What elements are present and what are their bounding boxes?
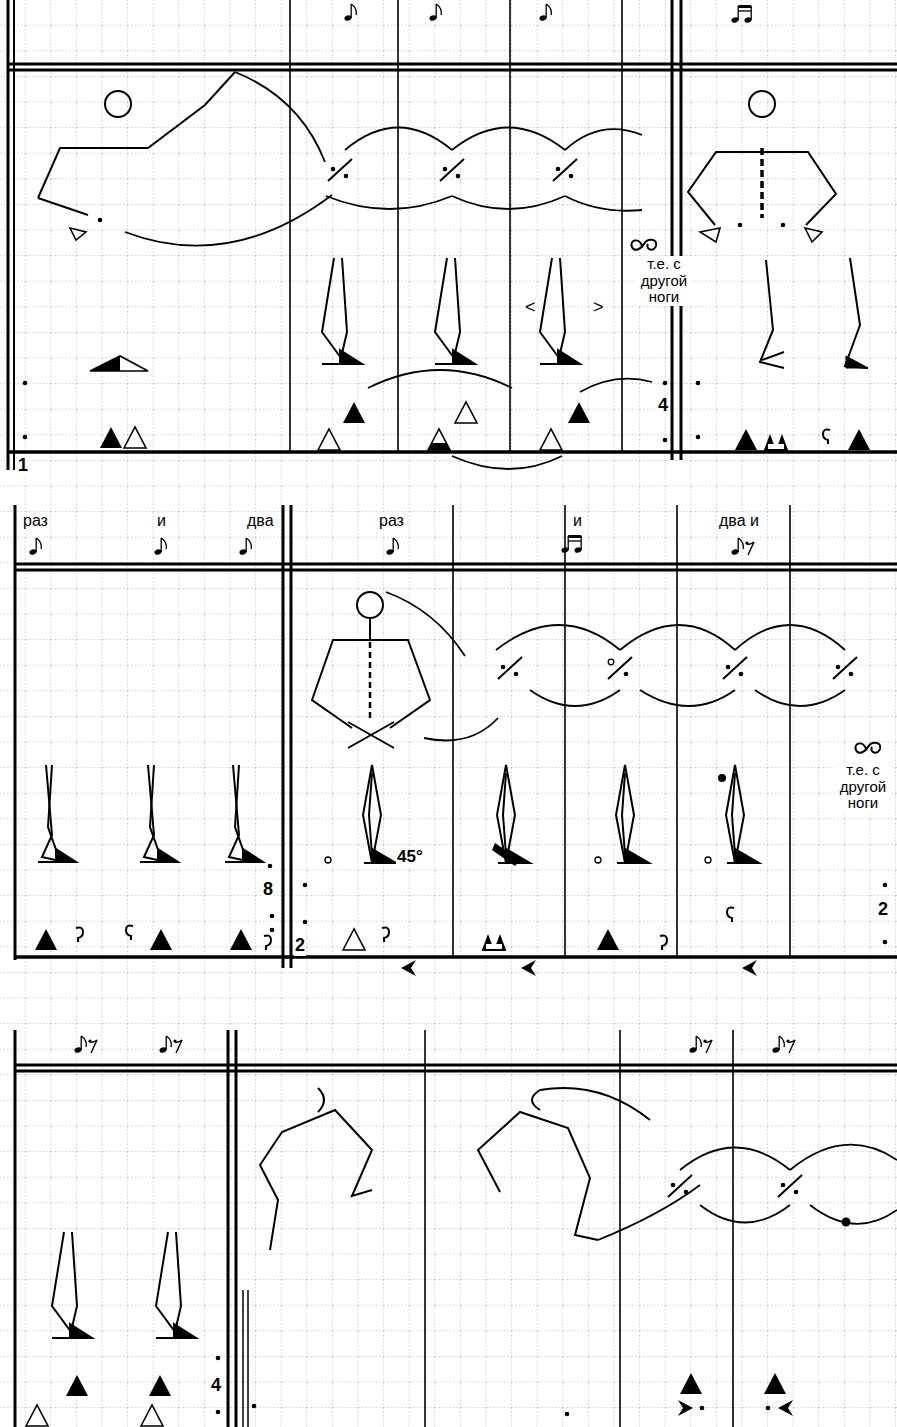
direction-sign: > (592, 298, 605, 318)
measure-number: 1 (17, 456, 29, 476)
direction-sign: < (524, 298, 537, 318)
count-number: 4 (210, 1376, 222, 1396)
count-number: 4 (657, 396, 669, 416)
note-text: т.е. с другой ноги (636, 256, 692, 306)
count-word: и (156, 512, 167, 530)
count-number: 8 (262, 880, 274, 900)
note-text: т.е. с другой ноги (834, 762, 892, 812)
count-word: раз (22, 512, 49, 530)
count-word: два и (718, 512, 760, 530)
count-word: раз (378, 512, 405, 530)
count-word: два (246, 512, 275, 530)
measure-number: 2 (294, 936, 306, 956)
count-word: и (572, 512, 583, 530)
count-number: 2 (877, 900, 889, 920)
angle-label: 45° (396, 848, 424, 867)
